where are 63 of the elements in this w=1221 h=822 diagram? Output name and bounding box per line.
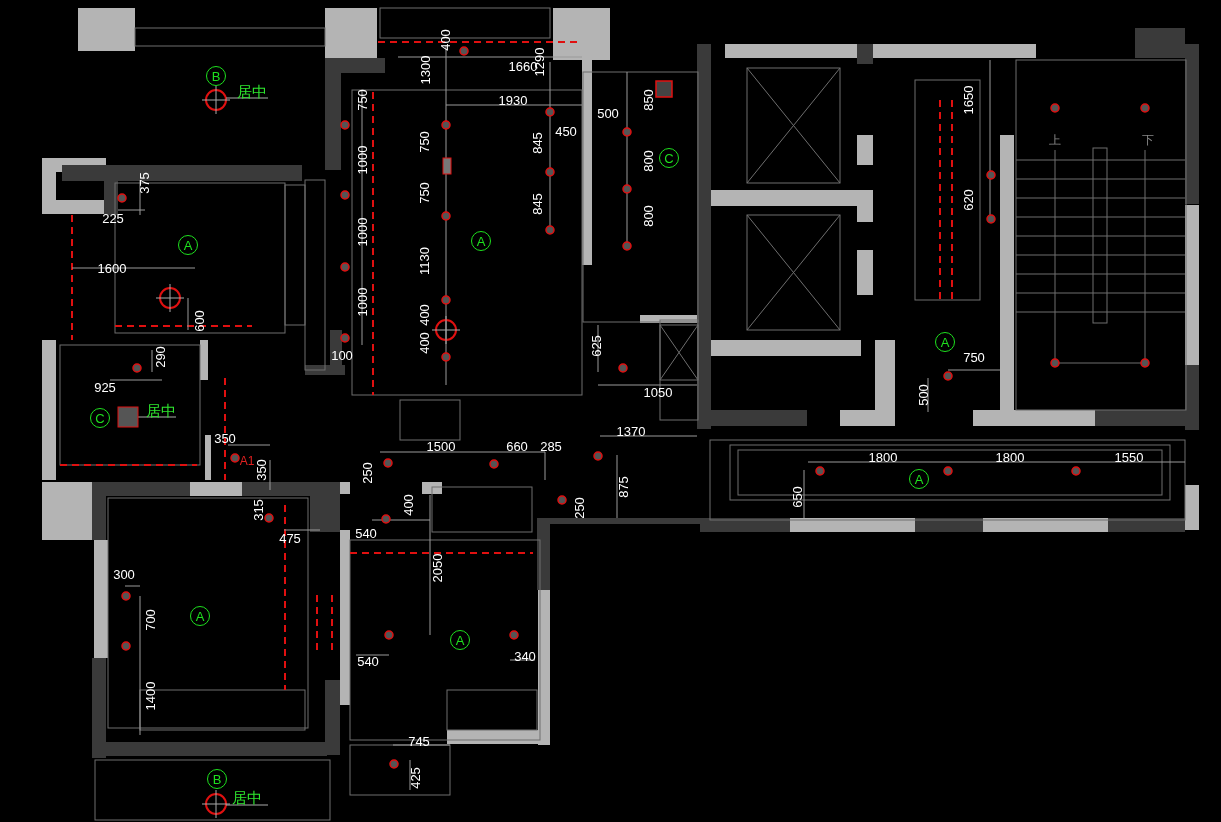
dimension-text: 800 xyxy=(641,150,655,172)
dimension-text: 660 xyxy=(506,439,528,453)
dimension-text: 1800 xyxy=(995,450,1025,464)
dimension-text: 620 xyxy=(961,189,975,211)
dimension-text: 300 xyxy=(113,567,135,581)
dimension-text: 100 xyxy=(331,348,353,362)
dimension-text: 1370 xyxy=(616,424,646,438)
dimension-text: 500 xyxy=(916,384,930,406)
dimension-text: 1400 xyxy=(143,681,157,711)
dimension-text: 540 xyxy=(357,654,379,668)
dimension-text: 750 xyxy=(355,89,369,111)
dimension-text: 600 xyxy=(192,310,206,332)
dimension-text: 1130 xyxy=(417,247,431,275)
dimension-text: 1300 xyxy=(418,55,432,85)
note-text: 居中 xyxy=(232,789,262,805)
dimension-text: 250 xyxy=(572,497,586,519)
dimension-text: 350 xyxy=(254,459,268,481)
dimension-text: 850 xyxy=(641,89,655,111)
dimension-text: 540 xyxy=(355,526,377,540)
dimension-text: 750 xyxy=(417,131,431,153)
dimension-text: 350 xyxy=(214,431,236,445)
dimension-text: 925 xyxy=(94,380,116,394)
dimension-text: 750 xyxy=(963,350,985,364)
dimension-text: 1000 xyxy=(355,145,369,175)
dimension-text: 845 xyxy=(530,132,544,154)
dimension-text: 400 xyxy=(401,494,415,516)
dimension-text: 400 xyxy=(438,29,452,51)
dimension-text: 1600 xyxy=(97,261,127,275)
note-text: 居中 xyxy=(146,402,176,418)
dimension-text: 845 xyxy=(530,193,544,215)
dimension-text: 700 xyxy=(143,609,157,631)
dimension-text: 1500 xyxy=(426,439,456,453)
dimension-text: 400 xyxy=(417,332,431,354)
dimension-text: 1800 xyxy=(868,450,898,464)
dimension-text: 425 xyxy=(408,767,422,789)
dimension-text: 1650 xyxy=(961,85,975,115)
dimension-text: 400 xyxy=(417,304,431,326)
dimension-text: 500 xyxy=(597,106,619,120)
dimension-text: 1550 xyxy=(1114,450,1144,464)
dimension-text: 625 xyxy=(589,335,603,357)
dimension-text: 875 xyxy=(616,476,630,498)
dimension-text: 745 xyxy=(408,734,430,748)
dimension-text: 1930 xyxy=(498,93,528,107)
note-text: 居中 xyxy=(237,83,267,99)
dimension-text: 750 xyxy=(417,182,431,204)
dimension-text: 250 xyxy=(360,462,374,484)
dimension-text: 1000 xyxy=(355,217,369,247)
dimension-text: 450 xyxy=(555,124,577,138)
stair-direction-text: 上 xyxy=(1049,134,1061,146)
dimension-text: 290 xyxy=(153,346,167,368)
dimension-text: 315 xyxy=(251,499,265,521)
dimension-text: 1050 xyxy=(643,385,673,399)
stair-direction-text: 下 xyxy=(1142,134,1154,146)
dimension-text: 1000 xyxy=(355,287,369,317)
dimension-text: 650 xyxy=(790,486,804,508)
tag-text: A1 xyxy=(239,455,255,467)
dimension-text: 225 xyxy=(102,211,124,225)
dimension-text: 800 xyxy=(641,205,655,227)
dimension-text: 2050 xyxy=(430,553,444,583)
dimension-text: 475 xyxy=(279,531,301,545)
dimension-text: 285 xyxy=(540,439,562,453)
dimension-text: 340 xyxy=(514,649,536,663)
dimension-text: 375 xyxy=(137,172,151,194)
